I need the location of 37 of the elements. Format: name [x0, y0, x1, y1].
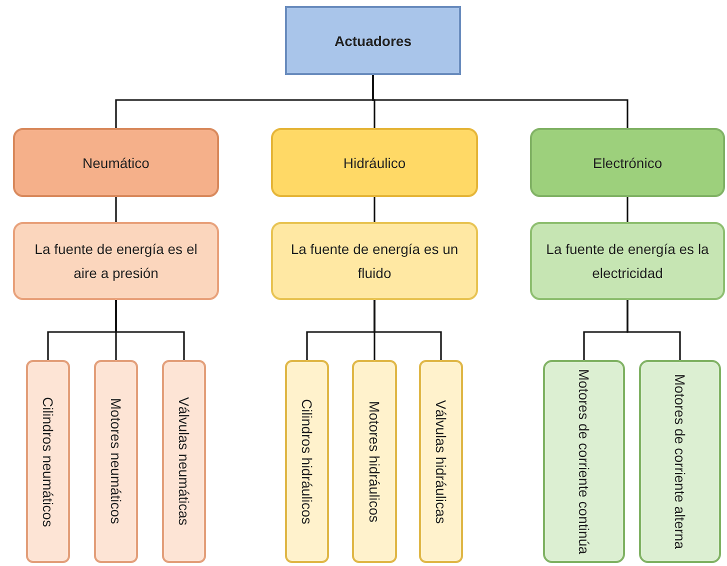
node-label: Válvulas hidráulicas [432, 400, 450, 524]
item-box [94, 360, 138, 563]
connector-line [626, 300, 681, 360]
item-box [162, 360, 206, 563]
root-box [285, 6, 461, 75]
category-box [13, 128, 219, 197]
node-label: Válvulas neumáticas [175, 397, 193, 526]
description-box [271, 222, 478, 300]
category-box [271, 128, 478, 197]
item-box [419, 360, 463, 563]
node-label: Electrónico [592, 154, 664, 172]
node-label: La fuente de energía es la electricidad [545, 240, 710, 283]
node-label: Actuadores [333, 32, 413, 50]
connector-line [372, 75, 628, 128]
connector-line [115, 300, 185, 360]
node-label: Hidráulico [342, 154, 407, 172]
category-box [530, 128, 725, 197]
item-box [543, 360, 625, 563]
description-box [530, 222, 725, 300]
item-box [352, 360, 397, 563]
connector-line [374, 197, 376, 222]
connector-line [626, 197, 628, 222]
node-label: Motores neumáticos [107, 398, 125, 525]
node-label: Motores de corriente continúa [575, 368, 593, 554]
item-box [639, 360, 721, 563]
node-label: La fuente de energía es el aire a presión [34, 240, 198, 283]
node-label: Motores hidráulicos [366, 400, 384, 522]
node-label: Motores de corriente alterna [671, 374, 689, 550]
item-box [285, 360, 329, 563]
node-label: La fuente de energía es un fluido [290, 240, 460, 283]
description-box [13, 222, 219, 300]
connector-line [374, 300, 442, 360]
node-label: Cilindros hidráulicos [298, 398, 316, 524]
connector-line [115, 197, 117, 222]
item-box [26, 360, 70, 563]
node-label: Cilindros neumáticos [39, 396, 57, 526]
node-label: Neumático [82, 154, 150, 172]
